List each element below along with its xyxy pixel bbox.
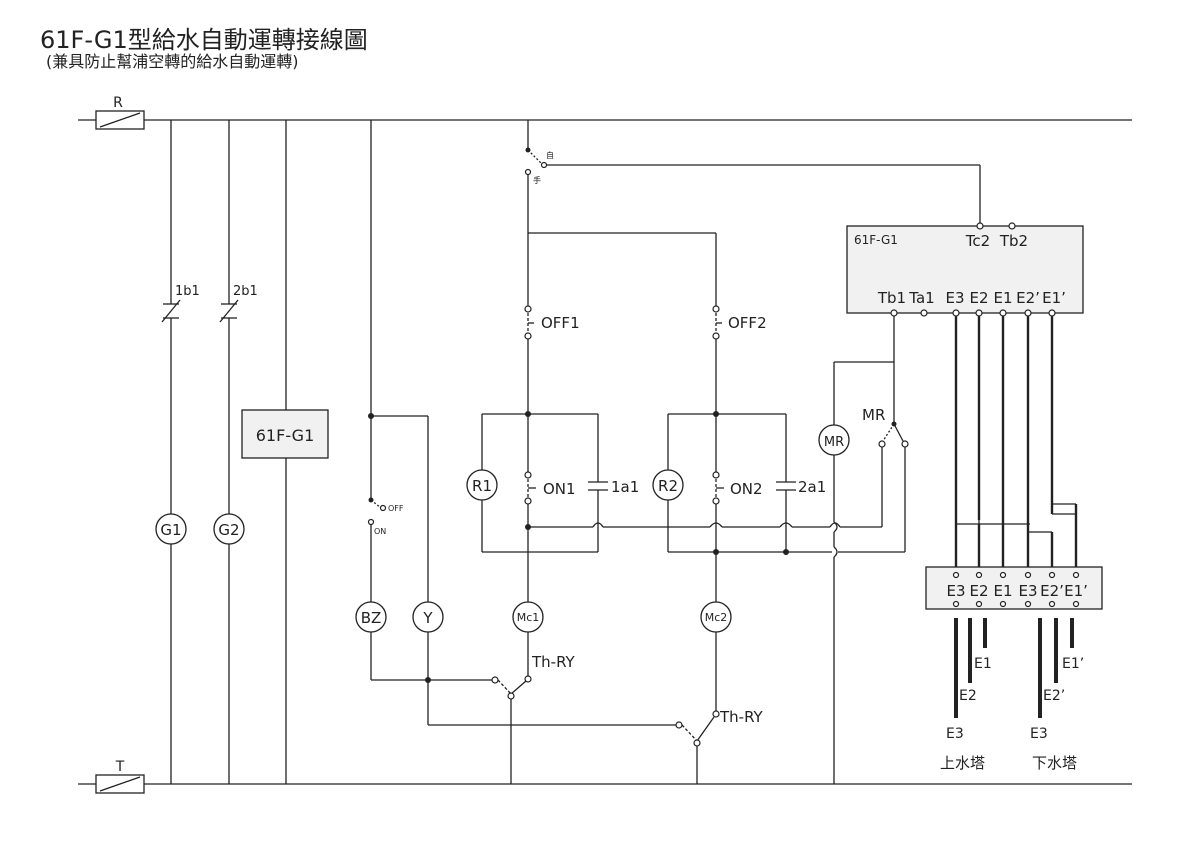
diagram-subtitle: (兼具防止幫浦空轉的給水自動運轉) [46,52,299,71]
selector-auto-manual: 自 手 [524,120,981,306]
g2-lamp [213,513,245,545]
terminal-tb1 [890,309,898,317]
controller-box-left-label: 61F-G1 [256,426,315,445]
terminal-ta1 [920,309,928,317]
electrode-e2-label: E2 [959,688,977,704]
lower-tank-electrodes: E1’ E2’ E3 下水塔 [1030,618,1084,772]
electrode-e3-lower-label: E3 [1030,726,1048,742]
electrode-e1p-label: E1’ [1062,656,1084,672]
upper-tank-electrodes: E1 E2 E3 上水塔 [940,618,992,772]
controller-power-branch: 61F-G1 [241,120,329,784]
selector-cross-wiring [528,447,906,552]
terminal-tb2-label: Tb2 [999,232,1028,250]
diagram-title: 61F-G1型給水自動運轉接線圖 [40,26,368,54]
buzzer-label: BZ [361,609,382,627]
electrode-e3-label: E3 [946,726,964,742]
terminal-e1 [999,309,1007,317]
terminal-e3-label: E3 [945,289,964,307]
terminal-tc2 [976,222,984,230]
tb-e3-upper-label: E3 [946,582,965,600]
tb-e1-lower-label: E1’ [1064,582,1088,600]
controller-unit: 61F-G1 Tc2 Tb2 Tb1 Ta1 E3 E2 E1 E2’ E1’ [846,222,1084,317]
on2-label: ON2 [730,480,763,498]
off2-label: OFF2 [728,314,767,332]
contact-1a1-label: 1a1 [611,478,639,496]
selector-on-label: ON [374,527,386,536]
selector-off-label: OFF [388,504,404,513]
thry1-label: Th-RY [531,653,576,671]
relay-r1-label: R1 [472,477,492,495]
electrode-wiring [954,316,1078,572]
thry2-label: Th-RY [719,708,764,726]
contact-1b1-label: 1b1 [175,284,200,299]
electrode-e2p-label: E2’ [1043,688,1065,704]
terminal-tb1-label: Tb1 [877,289,906,307]
contactor-mc2-label: Mc2 [705,611,728,624]
tb-e1-upper-label: E1 [993,582,1012,600]
selector-manual-label: 手 [533,175,541,185]
g1-lamp-label: G1 [160,521,181,539]
contact-2a1-label: 2a1 [798,478,826,496]
r-rail: R [78,95,1132,130]
relay-r2 [652,469,684,501]
g2-lamp-label: G2 [218,521,239,539]
g1-branch: 1b1 G1 [155,120,200,784]
selector-auto-label: 自 [546,150,554,160]
tb-e2-upper-label: E2 [969,582,988,600]
terminal-e2 [975,309,983,317]
g2-branch: 2b1 G2 [213,120,258,784]
terminal-tb2 [1008,222,1016,230]
r-label: R [113,95,123,111]
upper-tank-label: 上水塔 [940,754,985,772]
pump2-circuit: OFF2 R2 ON2 2a1 Mc2 Th-RY [652,305,905,784]
t-rail: T [78,759,1132,794]
contact-2b1-label: 2b1 [233,284,258,299]
controller-unit-box [846,225,1084,314]
terminal-e2p-label: E2’ [1016,289,1040,307]
terminal-e2p [1024,309,1032,317]
off1-label: OFF1 [541,314,580,332]
terminal-e1p [1048,309,1056,317]
relay-mr-coil-label: MR [824,435,844,450]
relay-mr-label: MR [862,406,885,424]
electrode-terminal-block: E3 E2 E1 E3 E2’ E1’ [925,566,1103,610]
terminal-e2-label: E2 [969,289,988,307]
terminal-e3 [952,309,960,317]
controller-box-left [241,409,329,459]
t-label: T [115,759,125,775]
on1-label: ON1 [543,480,576,498]
terminal-tc2-label: Tc2 [965,232,990,250]
lower-tank-label: 下水塔 [1032,754,1077,772]
tb-e2-lower-label: E2’ [1040,582,1064,600]
lamp-y-label: Y [422,609,433,627]
pump1-circuit: OFF1 R1 ON1 1a1 Mc1 Th-RY [466,305,639,784]
terminal-e1p-label: E1’ [1042,289,1066,307]
controller-unit-label: 61F-G1 [854,233,898,247]
terminal-ta1-label: Ta1 [908,289,934,307]
electrode-e1-label: E1 [974,656,992,672]
contactor-mc1-label: Mc1 [517,611,540,624]
g1-lamp [155,513,187,545]
terminal-e1-label: E1 [993,289,1012,307]
alarm-branch: OFF ON BZ Y [355,120,676,726]
relay-r2-label: R2 [658,477,678,495]
mr-relay: MR MR [818,314,909,784]
relay-r1 [466,469,498,501]
tb-e3-lower-label: E3 [1018,582,1037,600]
